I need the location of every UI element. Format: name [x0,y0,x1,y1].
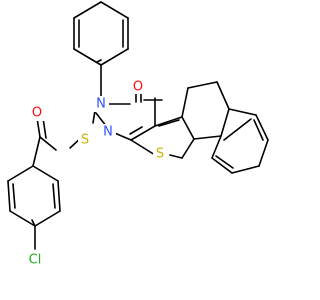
chlorine-atom: Cl [25,251,47,269]
svg-text:O: O [133,80,143,95]
svg-text:S: S [81,133,89,148]
sulfur-atom-thiophene: S [153,145,168,162]
svg-text:N: N [96,97,106,112]
nitrogen-atom-imine: N [101,124,116,140]
atom-labels: O N N S S O Cl [25,78,168,269]
oxygen-atom-ketone-ring: O [131,78,146,95]
svg-text:S: S [156,147,164,162]
bond-lines [7,1,269,250]
svg-text:N: N [103,125,113,140]
molecule-structure-diagram: O N N S S O Cl [7,1,269,269]
svg-text:O: O [32,106,42,121]
sulfur-atom-thioether: S [78,132,92,148]
svg-text:Cl: Cl [29,253,42,268]
nitrogen-atom-phenyl: N [94,96,109,112]
oxygen-atom-ketone-chain: O [30,105,45,121]
